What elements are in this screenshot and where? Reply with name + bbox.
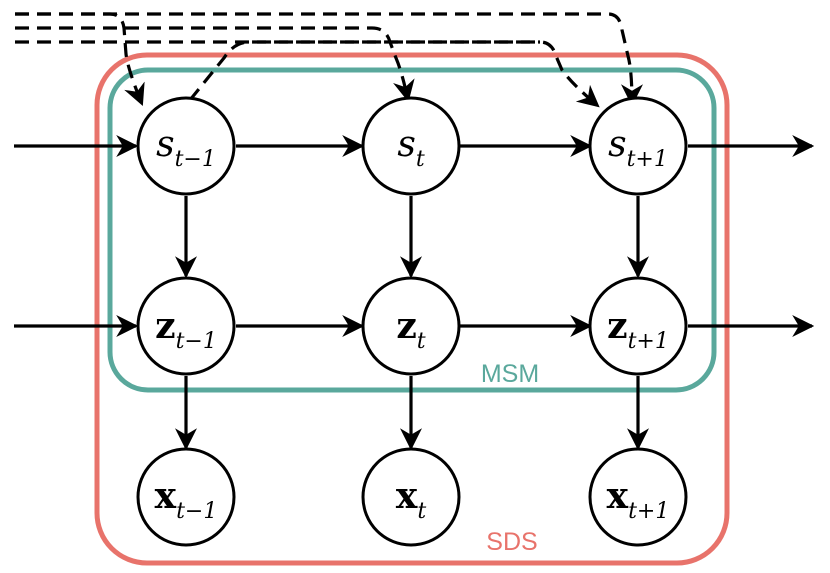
- node-var: z: [396, 305, 416, 347]
- node-z-prev: zt−1: [136, 276, 236, 376]
- node-s-prev: st−1: [136, 96, 236, 196]
- node-sub: t+1: [628, 329, 669, 354]
- svg-text:zt: zt: [396, 305, 425, 354]
- dashed-link-4: [15, 40, 600, 108]
- dashed-link-3: [15, 26, 415, 103]
- node-sub: t: [417, 499, 426, 524]
- node-var: x: [396, 475, 418, 517]
- node-var: x: [155, 475, 177, 517]
- node-var: s: [608, 124, 626, 165]
- node-var: s: [397, 124, 415, 165]
- dashed-link-5: [188, 40, 540, 102]
- node-var: z: [155, 305, 175, 347]
- sds-box: [94, 52, 730, 566]
- dashed-link-2: [15, 12, 643, 107]
- node-s-next: st+1: [588, 96, 688, 196]
- node-sub: t: [416, 147, 425, 172]
- node-s-curr: st: [361, 96, 461, 196]
- svg-text:xt+1: xt+1: [607, 475, 670, 524]
- node-var: x: [607, 475, 629, 517]
- node-sub: t−1: [176, 329, 217, 354]
- node-sub: t−1: [175, 147, 216, 172]
- sds-label: SDS: [486, 528, 537, 556]
- svg-text:st: st: [397, 124, 424, 172]
- node-z-next: zt+1: [588, 276, 688, 376]
- node-sub: t−1: [176, 499, 217, 524]
- node-sub: t+1: [628, 499, 669, 524]
- svg-text:st−1: st−1: [156, 124, 216, 172]
- msm-label: MSM: [481, 360, 539, 388]
- node-x-next: xt+1: [588, 447, 688, 547]
- svg-text:zt−1: zt−1: [155, 305, 217, 354]
- dashed-connections: [15, 12, 643, 108]
- node-sub: t+1: [627, 147, 668, 172]
- node-z-curr: zt: [361, 276, 461, 376]
- node-var: z: [607, 305, 627, 347]
- svg-text:st+1: st+1: [608, 124, 668, 172]
- svg-text:xt−1: xt−1: [155, 475, 218, 524]
- svg-text:xt: xt: [396, 475, 426, 524]
- node-var: s: [156, 124, 174, 165]
- node-x-curr: xt: [361, 447, 461, 547]
- edges: [14, 135, 815, 451]
- node-sub: t: [417, 329, 426, 354]
- node-x-prev: xt−1: [136, 447, 236, 547]
- svg-text:zt+1: zt+1: [607, 305, 669, 354]
